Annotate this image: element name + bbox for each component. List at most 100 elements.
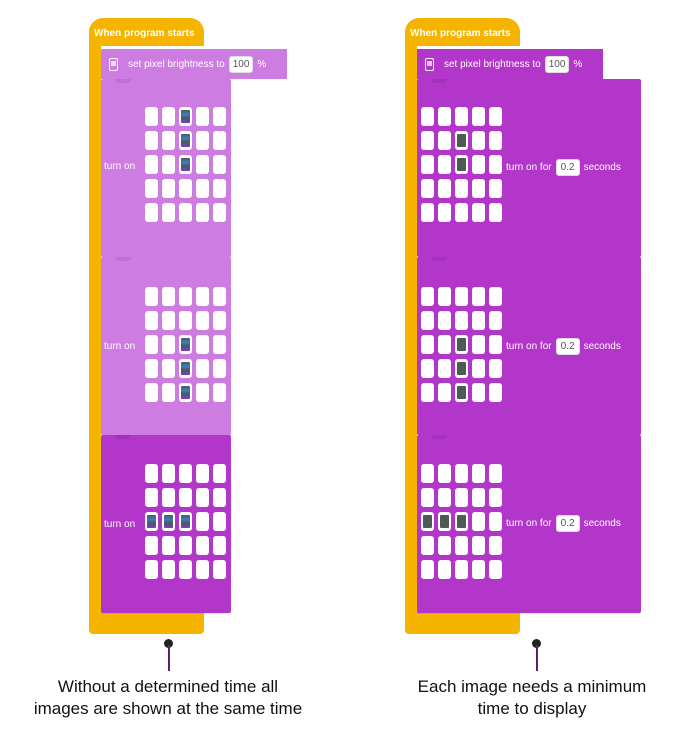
led-pixel-off[interactable] — [213, 107, 226, 126]
led-pixel-off[interactable] — [162, 335, 175, 354]
led-pixel-off[interactable] — [145, 335, 158, 354]
led-pixel-off[interactable] — [196, 383, 209, 402]
led-pixel-off[interactable] — [455, 179, 468, 198]
led-pixel-off[interactable] — [438, 203, 451, 222]
right-block-2-seconds-input[interactable]: 0.2 — [555, 338, 580, 355]
right-hat-block[interactable]: When program starts — [405, 18, 520, 46]
led-pixel-off[interactable] — [145, 383, 158, 402]
led-pixel-on[interactable] — [455, 359, 468, 378]
led-pixel-off[interactable] — [421, 179, 434, 198]
led-pixel-off[interactable] — [421, 335, 434, 354]
led-pixel-on[interactable] — [455, 335, 468, 354]
led-pixel-off[interactable] — [472, 464, 485, 483]
led-pixel-off[interactable] — [145, 287, 158, 306]
led-pixel-off[interactable] — [162, 131, 175, 150]
led-pixel-off[interactable] — [455, 287, 468, 306]
led-pixel-off[interactable] — [421, 464, 434, 483]
led-pixel-off[interactable] — [421, 155, 434, 174]
led-pixel-off[interactable] — [421, 536, 434, 555]
led-pixel-off[interactable] — [489, 107, 502, 126]
led-pixel-on[interactable] — [145, 512, 158, 531]
led-pixel-off[interactable] — [472, 179, 485, 198]
led-pixel-off[interactable] — [145, 155, 158, 174]
right-block-1-seconds-input[interactable]: 0.2 — [555, 159, 580, 176]
led-pixel-off[interactable] — [213, 536, 226, 555]
led-pixel-off[interactable] — [213, 464, 226, 483]
led-pixel-off[interactable] — [472, 107, 485, 126]
led-pixel-off[interactable] — [179, 464, 192, 483]
left-led-grid-2[interactable] — [145, 287, 226, 402]
led-pixel-off[interactable] — [213, 287, 226, 306]
led-pixel-off[interactable] — [472, 203, 485, 222]
led-pixel-off[interactable] — [421, 560, 434, 579]
led-pixel-off[interactable] — [145, 311, 158, 330]
led-pixel-off[interactable] — [489, 488, 502, 507]
left-brightness-input[interactable]: 100 — [228, 55, 254, 73]
led-pixel-off[interactable] — [145, 488, 158, 507]
right-led-grid-1[interactable] — [421, 107, 502, 222]
led-pixel-off[interactable] — [472, 287, 485, 306]
led-pixel-off[interactable] — [145, 107, 158, 126]
led-pixel-off[interactable] — [472, 311, 485, 330]
led-pixel-off[interactable] — [421, 359, 434, 378]
led-pixel-on[interactable] — [455, 155, 468, 174]
led-pixel-off[interactable] — [213, 512, 226, 531]
right-brightness-block[interactable]: set pixel brightness to 100 % — [417, 49, 603, 79]
led-pixel-off[interactable] — [438, 179, 451, 198]
led-pixel-off[interactable] — [162, 464, 175, 483]
led-pixel-on[interactable] — [179, 131, 192, 150]
led-pixel-off[interactable] — [421, 107, 434, 126]
led-pixel-off[interactable] — [145, 203, 158, 222]
led-pixel-off[interactable] — [421, 287, 434, 306]
led-pixel-off[interactable] — [455, 107, 468, 126]
led-pixel-off[interactable] — [489, 203, 502, 222]
led-pixel-off[interactable] — [455, 311, 468, 330]
led-pixel-off[interactable] — [196, 203, 209, 222]
led-pixel-off[interactable] — [162, 383, 175, 402]
led-pixel-off[interactable] — [196, 488, 209, 507]
led-pixel-off[interactable] — [196, 464, 209, 483]
led-pixel-off[interactable] — [489, 179, 502, 198]
led-pixel-off[interactable] — [196, 107, 209, 126]
led-pixel-off[interactable] — [145, 536, 158, 555]
led-pixel-off[interactable] — [162, 155, 175, 174]
led-pixel-on[interactable] — [438, 512, 451, 531]
led-pixel-off[interactable] — [438, 488, 451, 507]
left-brightness-block[interactable]: set pixel brightness to 100 % — [101, 49, 287, 79]
right-led-block-1[interactable]: turn on for 0.2 seconds — [417, 79, 641, 257]
led-pixel-off[interactable] — [213, 131, 226, 150]
led-pixel-off[interactable] — [472, 335, 485, 354]
led-pixel-off[interactable] — [455, 536, 468, 555]
led-pixel-off[interactable] — [438, 155, 451, 174]
led-pixel-off[interactable] — [438, 359, 451, 378]
led-pixel-off[interactable] — [472, 131, 485, 150]
right-led-grid-3[interactable] — [421, 464, 502, 579]
led-pixel-off[interactable] — [179, 488, 192, 507]
led-pixel-off[interactable] — [145, 131, 158, 150]
led-pixel-off[interactable] — [455, 560, 468, 579]
led-pixel-off[interactable] — [421, 488, 434, 507]
led-pixel-off[interactable] — [489, 155, 502, 174]
led-pixel-off[interactable] — [455, 488, 468, 507]
led-pixel-off[interactable] — [179, 311, 192, 330]
led-pixel-off[interactable] — [162, 359, 175, 378]
led-pixel-off[interactable] — [162, 287, 175, 306]
led-pixel-off[interactable] — [421, 203, 434, 222]
right-led-block-2[interactable]: turn on for 0.2 seconds — [417, 257, 641, 435]
led-pixel-off[interactable] — [196, 287, 209, 306]
led-pixel-off[interactable] — [489, 335, 502, 354]
led-pixel-off[interactable] — [213, 488, 226, 507]
led-pixel-off[interactable] — [438, 311, 451, 330]
led-pixel-off[interactable] — [472, 488, 485, 507]
led-pixel-off[interactable] — [472, 359, 485, 378]
right-block-3-seconds-input[interactable]: 0.2 — [555, 515, 580, 532]
led-pixel-off[interactable] — [145, 359, 158, 378]
led-pixel-off[interactable] — [438, 107, 451, 126]
led-pixel-off[interactable] — [179, 560, 192, 579]
led-pixel-on[interactable] — [421, 512, 434, 531]
led-pixel-off[interactable] — [421, 131, 434, 150]
right-brightness-input[interactable]: 100 — [544, 55, 570, 73]
led-pixel-off[interactable] — [213, 155, 226, 174]
led-pixel-off[interactable] — [196, 155, 209, 174]
led-pixel-on[interactable] — [162, 512, 175, 531]
